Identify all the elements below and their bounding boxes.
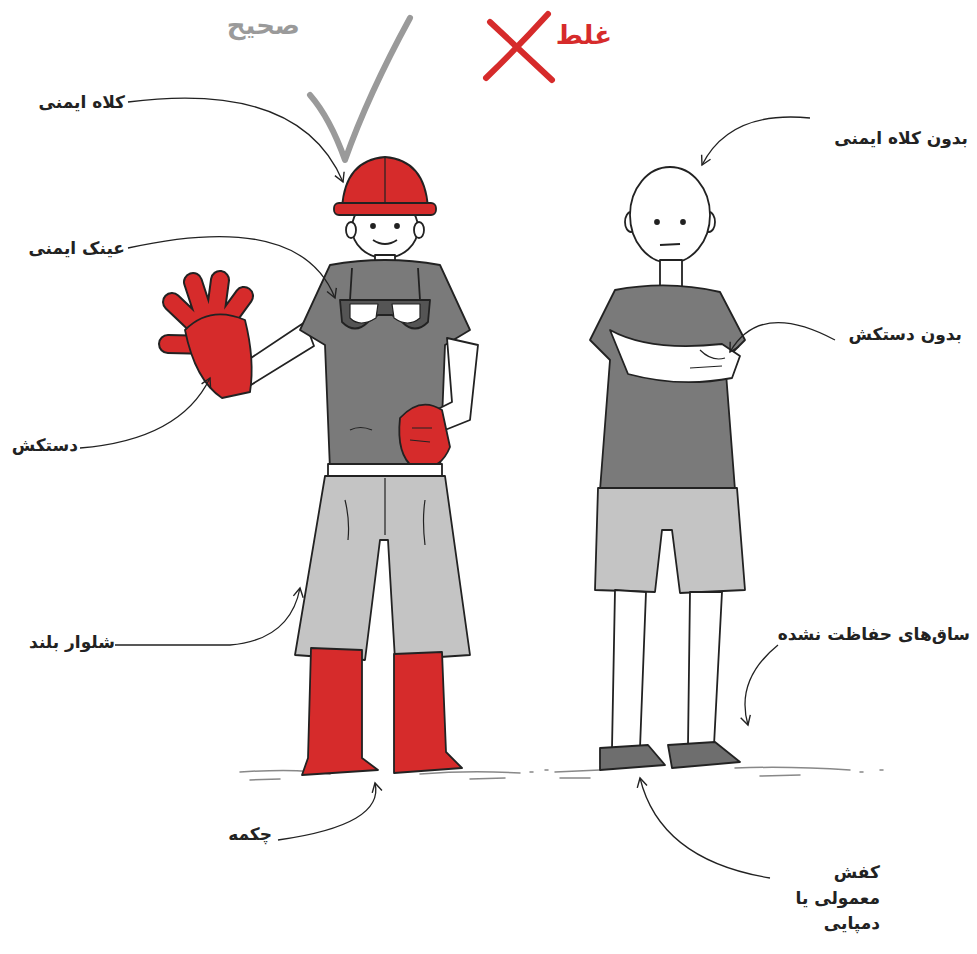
leader-lines: [80, 98, 835, 878]
part-label: شلوار بلند: [0, 630, 115, 656]
part-label: ساق‌های حفاظت نشده: [750, 622, 970, 648]
part-label: بدون دستکش: [762, 322, 962, 348]
part-label: بدون کلاه ایمنی: [748, 126, 968, 152]
part-label: عینک ایمنی: [0, 236, 125, 262]
cross-mark: [486, 14, 552, 80]
unprotected-worker: [590, 167, 745, 770]
part-label: دستکش: [0, 433, 78, 459]
verdict-label: غلط: [492, 16, 612, 55]
verdict-label: صحیح: [160, 6, 300, 45]
protected-worker: [168, 157, 478, 775]
part-label: کفش معمولی یا دمپایی: [768, 860, 880, 937]
check-mark: [310, 18, 410, 160]
part-label: کلاه ایمنی: [0, 90, 125, 116]
part-label: چکمه: [72, 822, 272, 848]
